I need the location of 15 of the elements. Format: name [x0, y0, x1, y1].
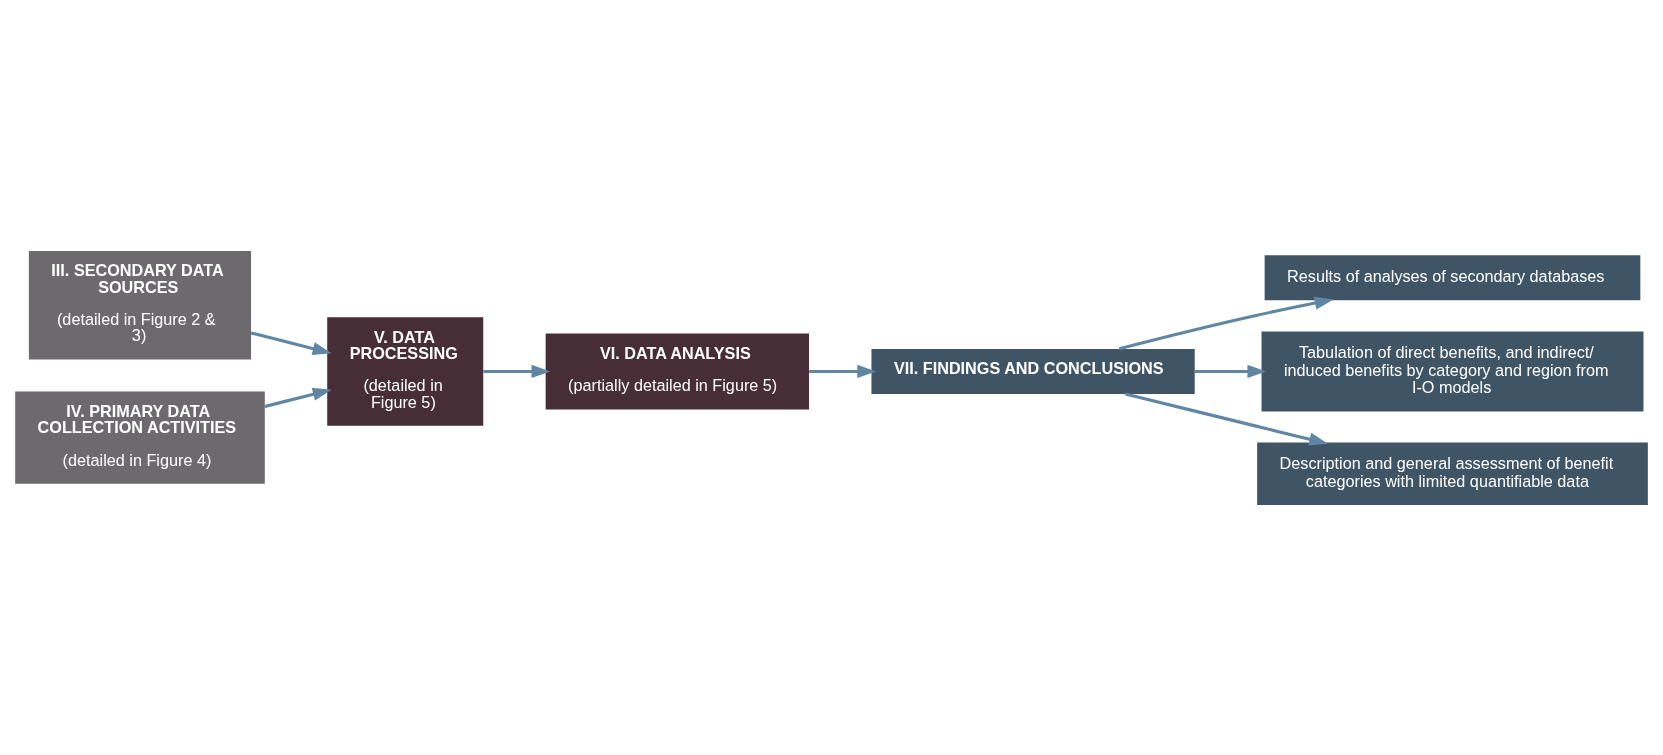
arrow	[250, 330, 332, 355]
node-box: III. SECONDARY DATA SOURCES (detailed in Figure 2 & 3)	[28, 250, 252, 360]
node-box: Description and general assessment of benefit categories with limited quantifiable data	[1257, 442, 1648, 505]
arrow	[483, 364, 551, 378]
node-box: Results of analyses of secondary databases	[1264, 254, 1641, 300]
node-box: Tabulation of direct benefits, and indirect/ induced benefits by category and region from I-O models	[1261, 331, 1644, 411]
arrow	[1118, 296, 1334, 350]
node-box: VI. DATA ANALYSIS (partially detailed in Figure 5)	[545, 332, 810, 409]
arrow	[264, 387, 332, 408]
arrow	[1194, 364, 1267, 378]
node-box: VII. FINDINGS AND CONCLUSIONS	[871, 348, 1195, 394]
node-box: V. DATA PROCESSING (detailed in Figure 5)	[327, 316, 484, 426]
arrow	[1125, 391, 1328, 446]
node-box: IV. PRIMARY DATA COLLECTION ACTIVITIES (detailed in Figure 4)	[15, 390, 265, 484]
arrow	[809, 364, 876, 378]
